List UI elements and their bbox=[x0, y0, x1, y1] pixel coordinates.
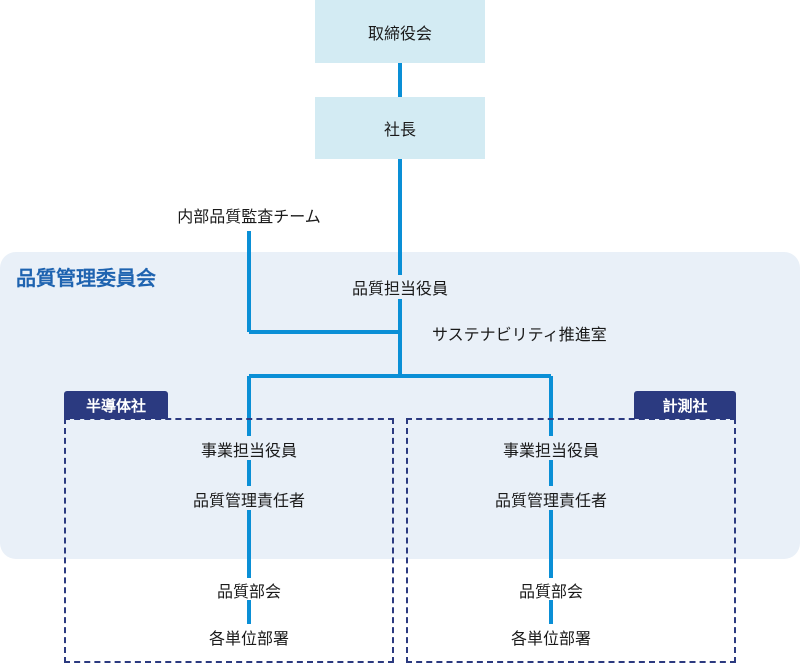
company-name-measurement: 計測社 bbox=[662, 396, 708, 415]
semiconductor-quality-manager: 品質管理責任者 bbox=[192, 491, 306, 510]
company-box-measurement bbox=[406, 418, 736, 663]
measurement-unit-departments: 各単位部署 bbox=[510, 629, 592, 648]
quality-committee-title: 品質管理委員会 bbox=[16, 266, 156, 290]
sustainability-office-label: サステナビリティ推進室 bbox=[432, 325, 607, 344]
semiconductor-business-officer: 事業担当役員 bbox=[200, 441, 298, 460]
board-box: 取締役会 bbox=[315, 0, 485, 63]
board-label: 取締役会 bbox=[367, 23, 432, 43]
company-name-semiconductor: 半導体社 bbox=[85, 396, 146, 415]
measurement-quality-manager: 品質管理責任者 bbox=[494, 491, 608, 510]
company-box-semiconductor bbox=[64, 418, 394, 663]
semiconductor-quality-meeting: 品質部会 bbox=[216, 582, 282, 601]
company-tag-measurement: 計測社 bbox=[634, 391, 736, 419]
semiconductor-unit-departments: 各単位部署 bbox=[208, 629, 290, 648]
measurement-quality-meeting: 品質部会 bbox=[518, 582, 584, 601]
internal-audit-label: 内部品質監査チーム bbox=[177, 207, 321, 226]
president-label: 社長 bbox=[383, 120, 416, 139]
company-tag-semiconductor: 半導体社 bbox=[64, 391, 168, 419]
measurement-business-officer: 事業担当役員 bbox=[502, 441, 600, 460]
quality-officer-label: 品質担当役員 bbox=[347, 275, 453, 299]
president-box: 社長 bbox=[315, 97, 485, 159]
